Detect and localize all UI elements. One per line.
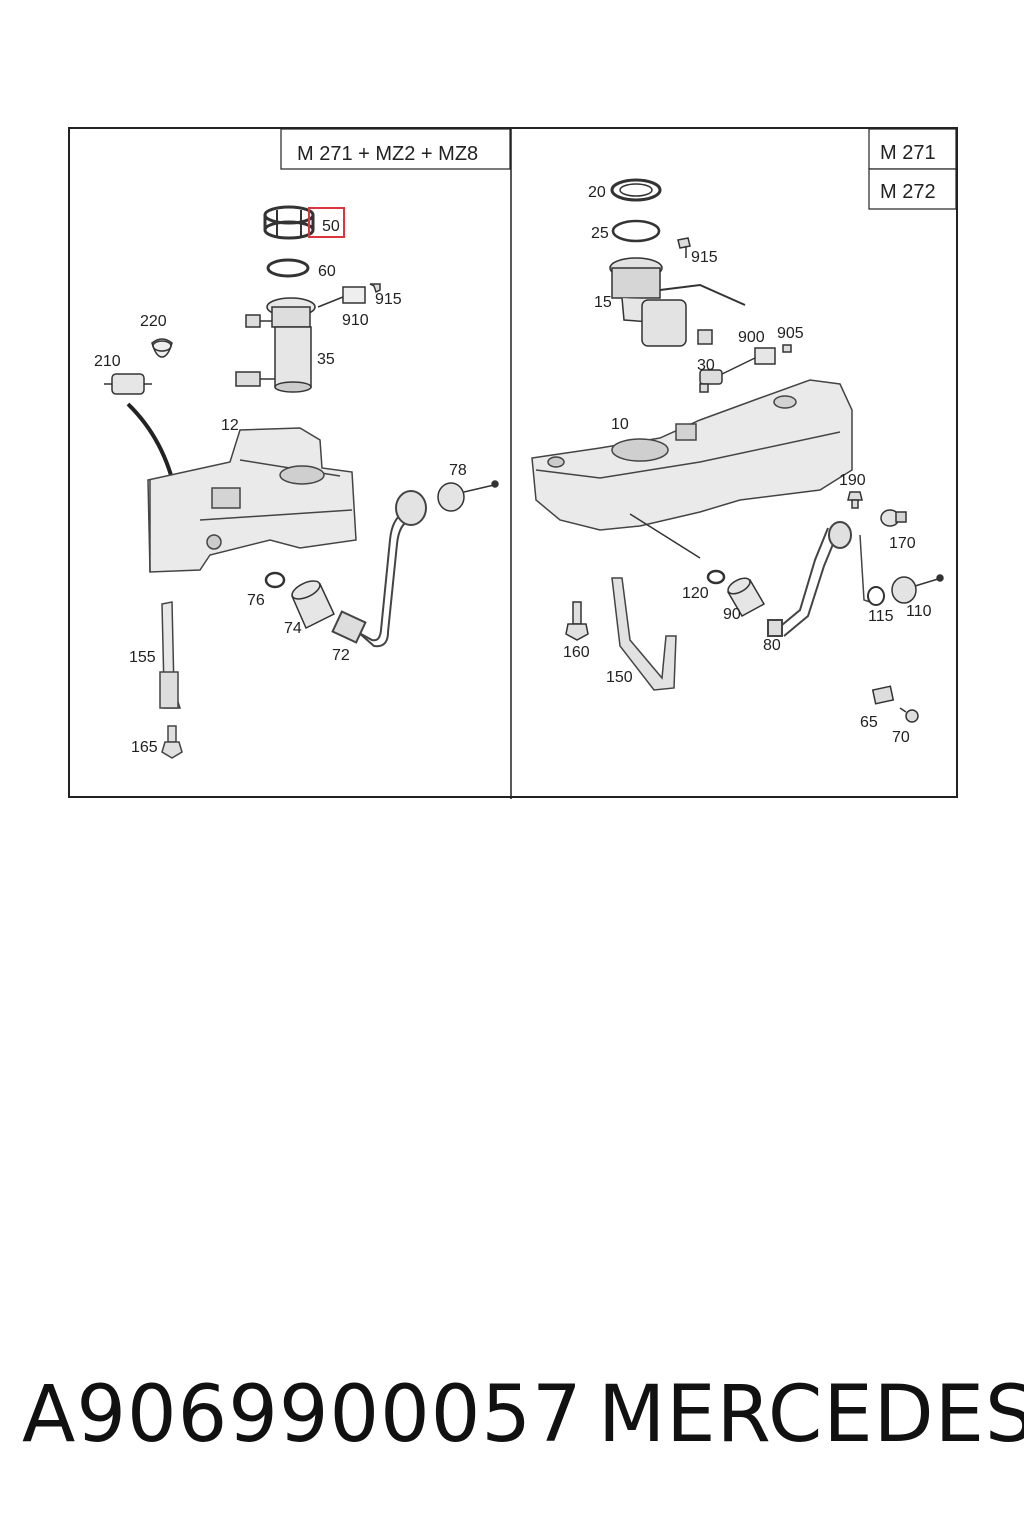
parts-diagram: M 271 + MZ2 + MZ8 M 271 M 272 bbox=[68, 127, 958, 799]
part-connector-910 bbox=[317, 283, 381, 308]
part-locking-ring bbox=[263, 205, 315, 240]
callout-25: 25 bbox=[591, 225, 609, 242]
part-bolt-190 bbox=[847, 491, 863, 509]
part-seal-ring bbox=[266, 258, 310, 278]
part-hose-clamp-120 bbox=[706, 569, 726, 585]
callout-30: 30 bbox=[697, 357, 715, 374]
part-filler-pipe-80 bbox=[767, 521, 871, 637]
part-hose-74 bbox=[291, 580, 335, 630]
left-header-text: M 271 + MZ2 + MZ8 bbox=[297, 143, 478, 165]
right-header-text-1: M 271 bbox=[880, 142, 936, 164]
footer-caption: A9069900057 MERCEDES bbox=[0, 1370, 1024, 1480]
callout-120: 120 bbox=[682, 585, 709, 602]
part-fuel-tank-right bbox=[531, 379, 853, 559]
callout-160: 160 bbox=[563, 644, 590, 661]
part-grommet-170 bbox=[880, 509, 907, 527]
part-seal-25 bbox=[611, 219, 661, 243]
highlight-box bbox=[308, 207, 345, 238]
callout-70: 70 bbox=[892, 729, 910, 746]
callout-915-left: 915 bbox=[375, 291, 402, 308]
callout-910: 910 bbox=[342, 312, 369, 329]
callout-210: 210 bbox=[94, 353, 121, 370]
part-bolt-160 bbox=[565, 601, 589, 641]
diagram-frame bbox=[68, 127, 958, 798]
part-seal-115 bbox=[867, 586, 885, 606]
part-filler-cap-110 bbox=[891, 574, 944, 604]
callout-110: 110 bbox=[906, 603, 932, 620]
part-hose-90 bbox=[726, 577, 766, 618]
callout-80: 80 bbox=[763, 637, 781, 654]
part-screw-70 bbox=[899, 707, 919, 723]
part-bracket-155 bbox=[159, 601, 182, 709]
part-hose-clamp-76 bbox=[264, 571, 286, 589]
callout-905: 905 bbox=[777, 325, 804, 342]
callout-74: 74 bbox=[284, 620, 302, 637]
part-number: A9069900057 bbox=[22, 1370, 583, 1460]
part-connector-915-right bbox=[677, 237, 691, 258]
part-locking-ring-20 bbox=[610, 178, 662, 202]
callout-78: 78 bbox=[449, 462, 467, 479]
callout-190: 190 bbox=[839, 472, 866, 489]
callout-150: 150 bbox=[606, 669, 633, 686]
part-strap-150 bbox=[611, 577, 677, 691]
callout-72: 72 bbox=[332, 647, 350, 664]
part-filler-pipe-72 bbox=[331, 490, 427, 648]
part-bolt-165 bbox=[161, 725, 183, 759]
callout-labels: 50 60 915 910 35 220 210 12 78 76 74 72 … bbox=[94, 184, 932, 756]
callout-220: 220 bbox=[140, 313, 167, 330]
brand-name: MERCEDES bbox=[598, 1370, 1024, 1460]
part-filler-cap-78 bbox=[437, 480, 499, 512]
callout-90: 90 bbox=[723, 606, 741, 623]
callout-65: 65 bbox=[860, 714, 878, 731]
part-connector-900 bbox=[719, 344, 792, 376]
callout-12: 12 bbox=[221, 417, 239, 434]
part-fuel-tank-left bbox=[147, 427, 357, 573]
callout-50: 50 bbox=[322, 218, 340, 235]
callout-76: 76 bbox=[247, 592, 265, 609]
part-sensor-30 bbox=[699, 369, 723, 393]
right-panel-header: M 271 M 272 bbox=[868, 128, 957, 210]
right-header-text-2: M 272 bbox=[880, 181, 936, 203]
part-clip-65 bbox=[871, 685, 895, 705]
callout-155: 155 bbox=[129, 649, 156, 666]
callout-35: 35 bbox=[317, 351, 335, 368]
part-fuel-pump-module bbox=[235, 297, 316, 393]
part-fuel-pump-module-15 bbox=[609, 257, 746, 347]
callout-60: 60 bbox=[318, 263, 336, 280]
callout-165: 165 bbox=[131, 739, 158, 756]
callout-170: 170 bbox=[889, 535, 916, 552]
callout-15: 15 bbox=[594, 294, 612, 311]
callout-900: 900 bbox=[738, 329, 765, 346]
callout-10: 10 bbox=[611, 416, 629, 433]
callout-915-right: 915 bbox=[691, 249, 718, 266]
callout-115: 115 bbox=[868, 608, 894, 625]
part-clamp-220 bbox=[151, 338, 173, 358]
callout-20: 20 bbox=[588, 184, 606, 201]
part-fuel-filter bbox=[104, 373, 152, 395]
left-panel-header: M 271 + MZ2 + MZ8 bbox=[280, 128, 511, 170]
